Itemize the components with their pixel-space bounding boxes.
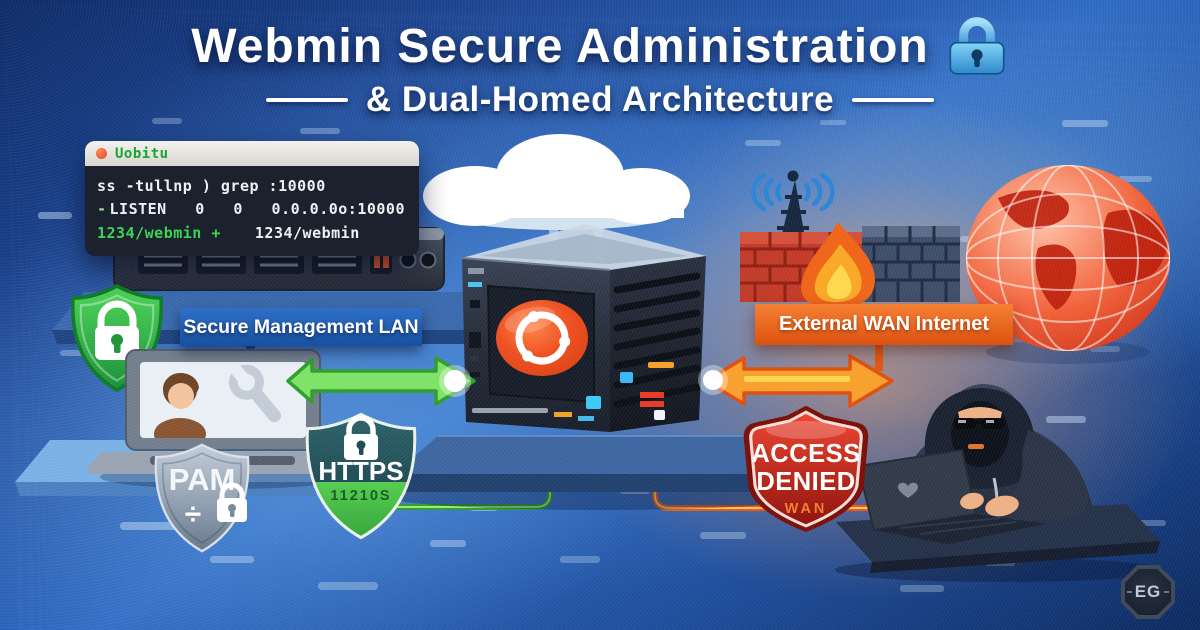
pam-label: PAM bbox=[169, 462, 236, 497]
lan-zone-label: Secure Management LAN bbox=[180, 308, 422, 346]
terminal-line-3-process2: 1234/webmin bbox=[254, 223, 360, 242]
terminal-line-1: ss -tullnp ) grep :10000 bbox=[97, 177, 326, 195]
terminal-window: Uobitu ss -tullnp ) grep :10000 -LISTEN … bbox=[85, 141, 419, 256]
https-badge: HTTPS 11210S bbox=[305, 412, 417, 540]
pam-badge: PAM ÷ bbox=[154, 443, 250, 553]
https-lock-icon bbox=[344, 415, 378, 460]
pam-lock-icon bbox=[217, 482, 247, 522]
terminal-line-3-process: 1234/webmin + bbox=[97, 223, 221, 242]
eg-logo-text: EG bbox=[1134, 582, 1162, 601]
access-denied-line2: DENIED bbox=[756, 468, 855, 496]
eg-logo-badge: EG bbox=[1121, 565, 1175, 619]
ubuntu-server-tower bbox=[385, 224, 815, 510]
terminal-title: Uobitu bbox=[115, 145, 169, 162]
wrench-icon bbox=[228, 364, 282, 423]
hacker-laptop-icon bbox=[856, 448, 1046, 544]
admin-avatar-icon bbox=[154, 372, 206, 438]
https-sub-label: 11210S bbox=[330, 488, 391, 504]
terminal-titlebar: Uobitu bbox=[85, 141, 419, 166]
wan-arrow bbox=[698, 354, 894, 408]
access-denied-badge: ACCESS DENIED WAN bbox=[748, 410, 865, 528]
brick-firewall-icon bbox=[740, 226, 960, 302]
lan-arrow bbox=[286, 356, 476, 406]
wan-banner-stem bbox=[875, 345, 883, 371]
window-button-dot[interactable] bbox=[96, 148, 107, 159]
terminal-body[interactable]: ss -tullnp ) grep :10000 -LISTEN 0 0 0.0… bbox=[85, 166, 419, 256]
terminal-line-2-dash: - bbox=[97, 200, 107, 219]
hooded-hacker-figure bbox=[835, 384, 1165, 582]
radio-antenna-icon bbox=[751, 170, 835, 238]
access-denied-line1: ACCESS bbox=[751, 440, 860, 468]
flame-icon bbox=[801, 222, 875, 310]
sunglasses-icon bbox=[954, 418, 1004, 429]
internet-globe-icon bbox=[966, 165, 1170, 364]
tower-front-lights bbox=[468, 268, 601, 421]
eg-tick-left bbox=[1126, 591, 1132, 593]
terminal-line-3: 1234/webmin + 1234/webmin bbox=[97, 222, 407, 245]
https-label: HTTPS bbox=[318, 456, 403, 486]
wan-zone-label: External WAN Internet bbox=[755, 304, 1013, 345]
title-dash-left bbox=[265, 98, 348, 102]
terminal-line-2-text: LISTEN 0 0 0.0.0.0o:10000 bbox=[109, 200, 405, 219]
page-title: Webmin Secure Administration & Dual-Home… bbox=[0, 16, 1200, 120]
cloud-icon bbox=[423, 134, 690, 262]
title-padlock-icon bbox=[949, 17, 1005, 75]
title-line1: Webmin Secure Administration bbox=[191, 19, 929, 73]
title-line2: & Dual-Homed Architecture bbox=[365, 80, 835, 119]
wifi-waves-icon bbox=[751, 172, 835, 212]
lan-shield-lock-icon bbox=[70, 284, 164, 392]
access-denied-sub: WAN bbox=[785, 501, 828, 517]
pam-divider: ÷ bbox=[185, 498, 201, 531]
tower-side-lights bbox=[620, 362, 674, 420]
eg-tick-right bbox=[1164, 591, 1170, 593]
terminal-line-2: -LISTEN 0 0 0.0.0.0o:10000 bbox=[97, 198, 407, 221]
title-dash-right bbox=[852, 98, 935, 102]
ubuntu-logo-icon bbox=[496, 300, 588, 376]
eg-logo-inner: EG bbox=[1125, 569, 1171, 615]
